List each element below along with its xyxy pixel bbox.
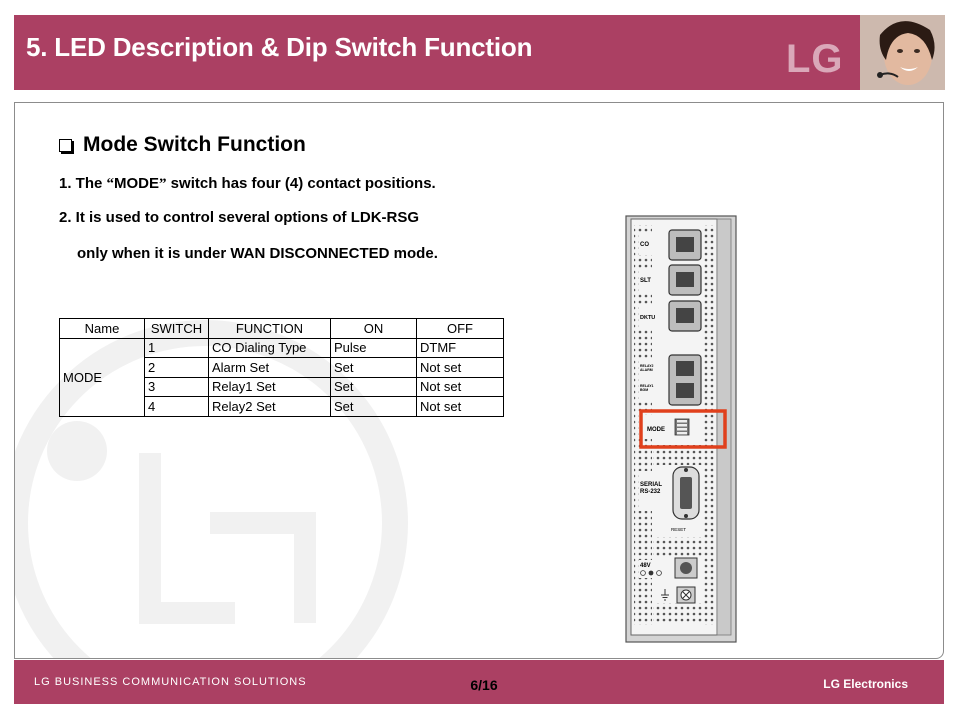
label-alarm: ALARM bbox=[640, 368, 653, 372]
group-name-cell: MODE bbox=[59, 337, 145, 417]
table-cell: Not set bbox=[416, 357, 504, 378]
header-cell: ON bbox=[330, 318, 417, 339]
ground-terminal bbox=[653, 586, 701, 604]
label-serial: SERIAL bbox=[640, 482, 662, 488]
table-cell: 4 bbox=[144, 396, 209, 417]
table-cell: 2 bbox=[144, 357, 209, 378]
footer-brand: LG Electronics bbox=[823, 677, 908, 691]
table-cell: CO Dialing Type bbox=[208, 337, 331, 358]
label-bgm: BGM bbox=[640, 388, 648, 392]
content-panel: Mode Switch Function 1. The “MODE” switc… bbox=[14, 102, 944, 659]
table-header-row: Name SWITCH FUNCTION ON OFF bbox=[59, 318, 504, 339]
quote-open: “ bbox=[106, 176, 115, 192]
line1-post: switch has four (4) contact positions. bbox=[166, 175, 436, 192]
label-reset: RESET bbox=[671, 527, 686, 532]
checkbox-bullet-icon bbox=[59, 138, 72, 152]
label-relay2: RELAY2 bbox=[640, 364, 654, 368]
table-row: 4 Relay2 Set Set Not set bbox=[60, 396, 504, 417]
label-rs232: RS-232 bbox=[640, 489, 661, 495]
quote-close: ” bbox=[159, 176, 167, 192]
table-cell: Relay1 Set bbox=[208, 376, 331, 397]
table-cell: Set bbox=[330, 357, 417, 378]
title-band: 5. LED Description & Dip Switch Function… bbox=[14, 15, 860, 90]
mode-switch-table: Name SWITCH FUNCTION ON OFF MODE 1 CO Di… bbox=[59, 318, 504, 417]
table-row: 2 Alarm Set Set Not set bbox=[60, 357, 504, 378]
table-cell: Alarm Set bbox=[208, 357, 331, 378]
section-heading: Mode Switch Function bbox=[59, 133, 306, 157]
relay-jacks bbox=[639, 354, 702, 406]
mode-highlight-box bbox=[639, 409, 727, 449]
footer-band: LG BUSINESS COMMUNICATION SOLUTIONS 6/16… bbox=[14, 660, 944, 704]
header-cell: OFF bbox=[416, 318, 504, 339]
page-number: 6/16 bbox=[470, 677, 498, 693]
mode-dip-switch bbox=[639, 415, 699, 439]
power-connector bbox=[639, 557, 698, 579]
table-cell: Set bbox=[330, 396, 417, 417]
device-front-panel: CO SLT DKTU RELAY2 ALARM RELAY1 BGM MODE… bbox=[625, 215, 737, 648]
label-co: CO bbox=[640, 242, 649, 248]
description-line-1: 1. The “MODE” switch has four (4) contac… bbox=[59, 175, 436, 193]
slide-title: 5. LED Description & Dip Switch Function bbox=[26, 32, 533, 62]
label-relay1: RELAY1 bbox=[640, 384, 654, 388]
table-cell: DTMF bbox=[416, 337, 504, 358]
table-cell: Not set bbox=[416, 376, 504, 397]
mode-word: MODE bbox=[114, 175, 160, 192]
description-line-3: only when it is under WAN DISCONNECTED m… bbox=[77, 245, 438, 262]
slt-jack bbox=[639, 264, 702, 296]
label-slt: SLT bbox=[640, 278, 651, 284]
label-mode: MODE bbox=[647, 427, 665, 433]
line1-pre: 1. The bbox=[59, 175, 107, 192]
section-title: Mode Switch Function bbox=[83, 133, 306, 156]
table-cell: Pulse bbox=[330, 337, 417, 358]
table-row: MODE 1 CO Dialing Type Pulse DTMF bbox=[59, 337, 504, 417]
table-cell: 3 bbox=[144, 376, 209, 397]
table-cell: Set bbox=[330, 376, 417, 397]
lg-logo: LG bbox=[786, 37, 844, 81]
description-line-2: 2. It is used to control several options… bbox=[59, 209, 420, 226]
header-cell: SWITCH bbox=[144, 318, 209, 339]
serial-port bbox=[639, 466, 700, 520]
table-cell: Not set bbox=[416, 396, 504, 417]
label-dktu: DKTU bbox=[640, 315, 655, 321]
table-cell: 1 bbox=[144, 337, 209, 358]
dktu-jack bbox=[639, 300, 702, 332]
co-jack bbox=[639, 229, 702, 261]
header-cell: Name bbox=[59, 318, 145, 339]
header-cell: FUNCTION bbox=[208, 318, 331, 339]
table-cell: Relay2 Set bbox=[208, 396, 331, 417]
header-photo bbox=[860, 15, 945, 90]
footer-company-text: LG BUSINESS COMMUNICATION SOLUTIONS bbox=[34, 676, 307, 688]
label-48v: 48V bbox=[640, 563, 651, 569]
